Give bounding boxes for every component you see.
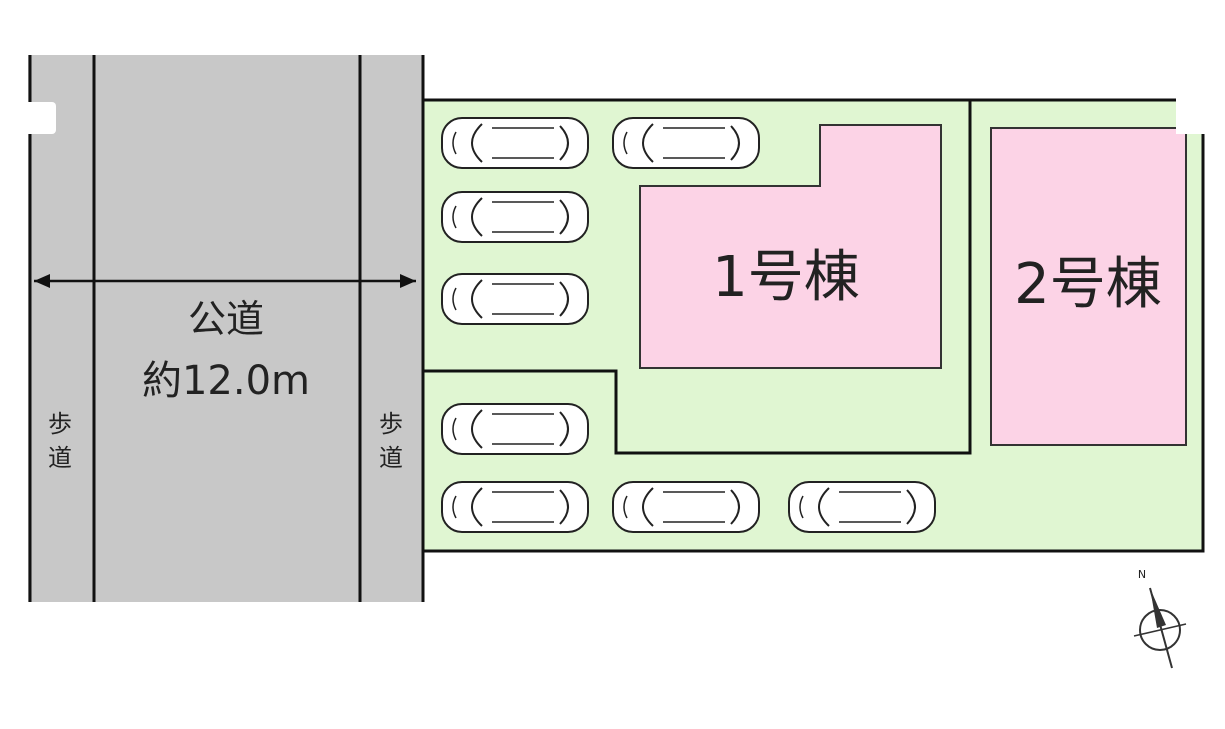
sidewalk-right-label-1: 歩: [379, 410, 403, 438]
compass-north-label: N: [1138, 568, 1146, 581]
building-1: [639, 124, 942, 369]
parking-car: [788, 481, 936, 533]
road-name-label: 公道: [188, 297, 264, 341]
parking-car: [612, 117, 760, 169]
north-compass-icon: [1133, 587, 1187, 669]
parking-car: [441, 403, 589, 455]
parking-car: [441, 481, 589, 533]
label-patch: [0, 102, 56, 134]
sidewalk-left-label-2: 道: [48, 444, 72, 472]
parking-car: [612, 481, 760, 533]
building-1-label: 1号棟: [712, 245, 860, 310]
sidewalk-left-label-1: 歩: [48, 410, 72, 438]
building-2: [990, 127, 1187, 446]
parking-car: [441, 191, 589, 243]
lot-division-1: [424, 101, 972, 455]
building-2-label: 2号棟: [1014, 252, 1162, 317]
parking-car: [441, 273, 589, 325]
corner-patch: [1176, 96, 1225, 134]
parking-car: [441, 117, 589, 169]
road-width-label: 約12.0m: [142, 358, 310, 404]
road-width-dimension: [34, 274, 416, 288]
sidewalk-right-label-2: 道: [379, 444, 403, 472]
